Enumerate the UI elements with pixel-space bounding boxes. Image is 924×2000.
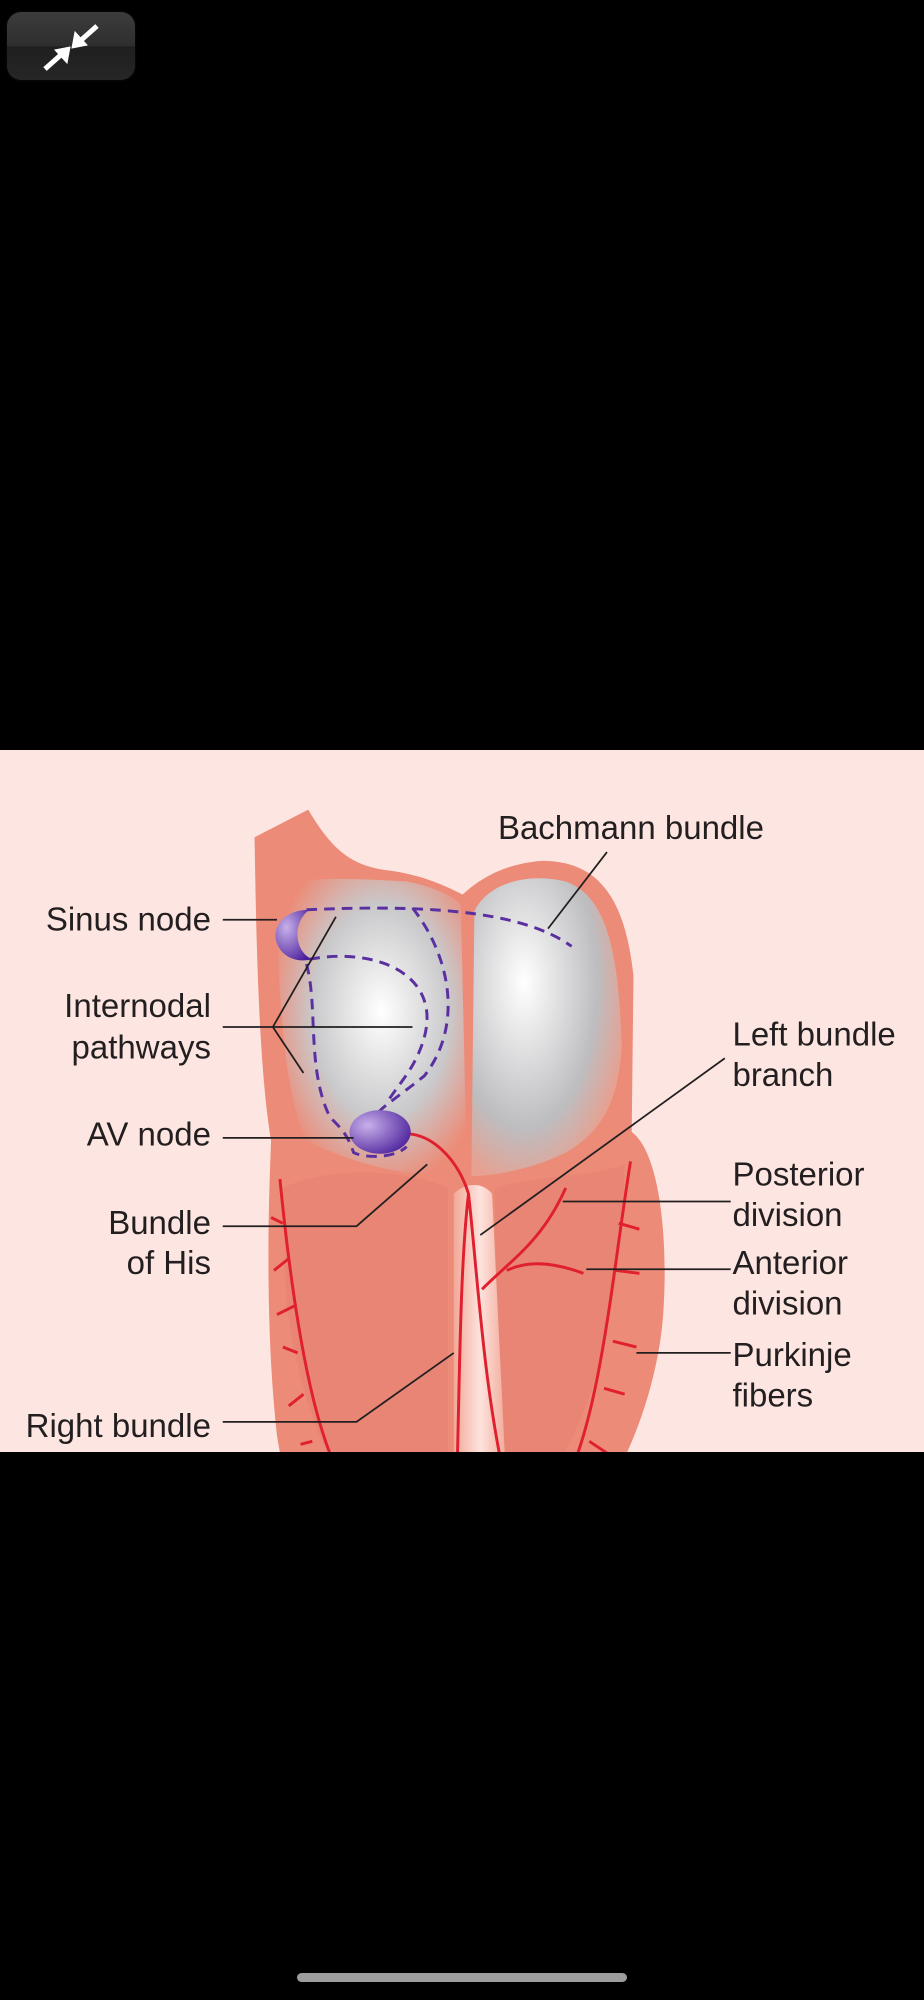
exit-fullscreen-button[interactable] [7,12,135,80]
label-left-bundle: Left bundle [732,1015,895,1052]
sinus-node [275,909,313,961]
label-internodal: Internodal [64,987,211,1024]
label-posterior-division: division [732,1196,842,1233]
label-purkinje: Purkinje [732,1336,851,1373]
label-anterior: Anterior [732,1244,848,1281]
label-av-node: AV node [87,1115,211,1152]
label-right-branch: branch [110,1448,211,1452]
conduction-system [270,1132,640,1452]
label-posterior: Posterior [732,1156,864,1193]
left-ventricle [495,1164,625,1452]
label-fibers: fibers [732,1377,813,1414]
label-pathways: pathways [72,1028,211,1065]
heart-illustration: Sinus node Internodal pathways AV node B… [26,809,896,1452]
collapse-arrows-icon [43,24,99,71]
label-sinus-node: Sinus node [46,900,211,937]
home-indicator[interactable] [297,1973,627,1982]
label-bundle: Bundle [108,1204,211,1241]
leader-lines [222,851,731,1423]
label-bachmann-bundle: Bachmann bundle [498,809,764,846]
left-atrium [471,878,622,1177]
internodal-pathways [305,906,573,1158]
label-right-bundle: Right bundle [26,1407,211,1444]
heart-conduction-diagram: Sinus node Internodal pathways AV node B… [0,750,924,1452]
label-of-his: of His [127,1244,211,1281]
septum [453,1184,505,1452]
av-node [349,1110,411,1154]
label-anterior-division: division [732,1285,842,1322]
label-left-branch: branch [732,1056,833,1093]
right-ventricle [282,1172,448,1452]
